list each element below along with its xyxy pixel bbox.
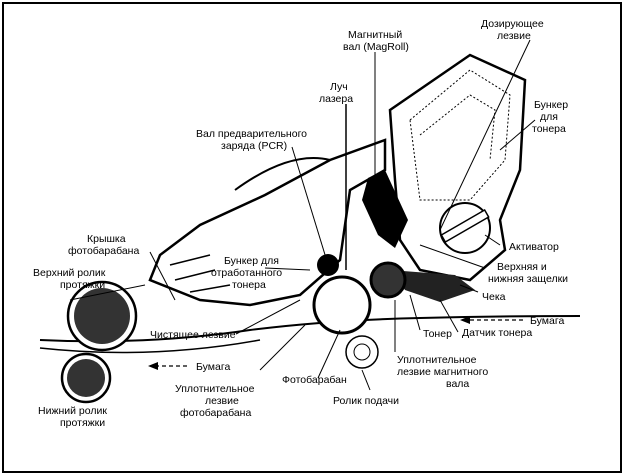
label-drum-seal-1: Уплотнительное xyxy=(175,383,255,395)
upper-feed-roller-core xyxy=(74,288,130,344)
label-pcr-2: заряда (PCR) xyxy=(221,140,287,152)
label-toner-sensor: Датчик тонера xyxy=(462,327,532,339)
label-drum-seal-2: лезвие xyxy=(205,395,239,407)
label-lower-roller-1: Нижний ролик xyxy=(38,405,107,417)
label-laser-1: Луч xyxy=(330,81,348,93)
activator xyxy=(439,202,491,254)
label-drum: Фотобарабан xyxy=(282,374,347,386)
label-laser-2: лазера xyxy=(319,93,353,105)
label-waste-hopper-1: Бункер для xyxy=(224,255,279,267)
label-wiper-blade: Чистящее лезвие xyxy=(150,329,236,341)
label-paper-left: Бумага xyxy=(196,361,230,373)
label-activator: Активатор xyxy=(509,241,559,253)
pcr-roller xyxy=(317,254,339,276)
label-mag-seal-2: лезвие магнитного xyxy=(397,366,488,378)
label-magroll-1: Магнитный xyxy=(348,29,402,41)
label-latches-2: нижняя защелки xyxy=(488,273,568,285)
label-doctor-blade-2: лезвие xyxy=(497,30,531,42)
label-mag-seal-3: вала xyxy=(446,378,469,390)
activator-paddle xyxy=(440,209,490,243)
label-waste-hopper-2: отработанного xyxy=(211,267,282,279)
label-latches-1: Верхняя и xyxy=(497,261,547,273)
waste-housing-inner-lines xyxy=(169,254,231,293)
leader-lines xyxy=(69,39,536,391)
label-doctor-blade-1: Дозирующее xyxy=(481,18,544,30)
label-upper-roller-2: протяжки xyxy=(60,279,105,291)
base-plate xyxy=(390,270,475,302)
label-drum-cover-2: фотобарабана xyxy=(68,245,139,257)
label-toner-hopper-1: Бункер xyxy=(534,99,568,111)
label-seal: Чека xyxy=(482,291,506,303)
pcr-arc xyxy=(234,157,331,191)
doctor-blade-shape xyxy=(362,170,408,248)
paper-path-lower xyxy=(39,339,261,354)
paper-arrow-right-head xyxy=(460,316,470,324)
label-waste-hopper-3: тонера xyxy=(232,279,266,291)
feed-roller xyxy=(345,335,379,369)
label-toner-hopper-3: тонера xyxy=(532,123,566,135)
label-upper-roller-1: Верхний ролик xyxy=(33,267,106,279)
label-drum-seal-3: фотобарабана xyxy=(180,407,251,419)
paper-arrow-left-head xyxy=(148,362,158,370)
label-mag-seal-1: Уплотнительное xyxy=(397,354,477,366)
label-toner: Тонер xyxy=(423,328,452,340)
label-drum-cover-1: Крышка xyxy=(87,233,126,245)
label-lower-roller-2: протяжки xyxy=(60,417,105,429)
label-feed-roller: Ролик подачи xyxy=(333,395,399,407)
label-pcr-1: Вал предварительного xyxy=(196,128,307,140)
lower-feed-roller-core xyxy=(67,359,105,397)
label-magroll-2: вал (MagRoll) xyxy=(343,41,409,53)
drum xyxy=(312,275,372,335)
feed-roller-inner xyxy=(353,343,371,361)
magnetic-roller xyxy=(369,261,407,299)
label-paper-right: Бумага xyxy=(530,315,564,327)
label-toner-hopper-2: для xyxy=(540,111,558,123)
toner-hopper-dotted-1 xyxy=(409,69,511,201)
toner-hopper-dotted-2 xyxy=(419,94,496,161)
